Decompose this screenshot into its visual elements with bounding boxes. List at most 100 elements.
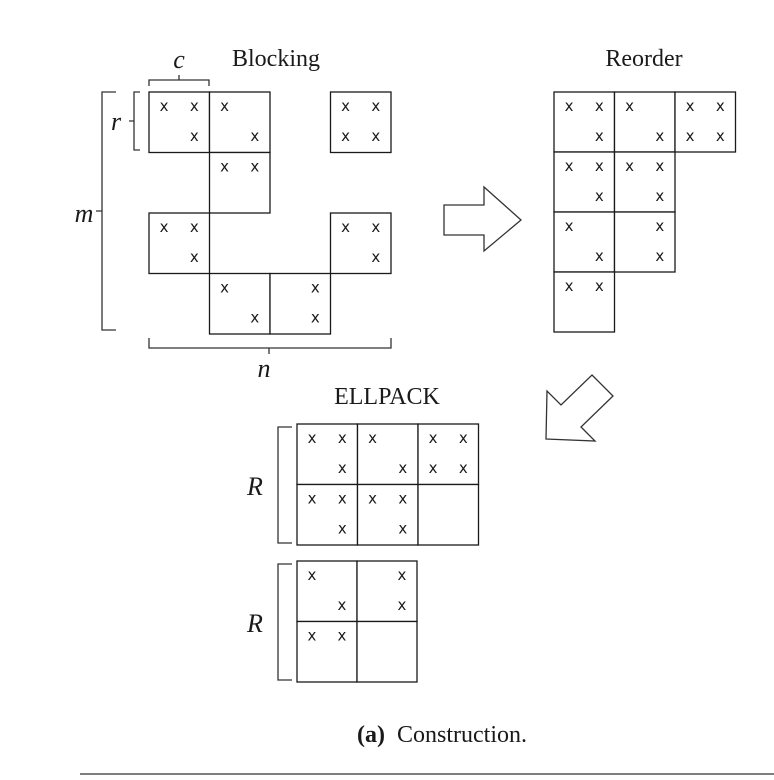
reorder-block-0-nonzero-mark: x [565, 97, 574, 115]
ellpack-bottom-block-2-nonzero-mark: x [308, 626, 317, 644]
reorder-block-3 [553, 151, 616, 213]
blocking-block-4-nonzero-mark: x [190, 218, 199, 236]
blocking-title: Blocking [232, 46, 320, 72]
ellpack-top-block-0-nonzero-mark: x [338, 429, 347, 447]
ellpack-top-block-2-nonzero-mark: x [459, 459, 468, 477]
brace-R-bottom [277, 563, 292, 681]
reorder-block-2 [674, 91, 737, 153]
blocking-block-5-nonzero-mark: x [371, 248, 380, 266]
ellpack-top-block-4 [356, 483, 419, 546]
blocking-block-5 [329, 212, 392, 275]
reorder-block-4-nonzero-mark: x [655, 187, 664, 205]
blocking-block-7 [269, 272, 332, 335]
blocking-block-4 [148, 212, 211, 275]
blocking-block-1-nonzero-mark: x [250, 127, 259, 145]
right-arrow-icon [443, 185, 522, 253]
blocking-block-0 [148, 91, 211, 154]
ellpack-top-block-2 [417, 423, 480, 486]
blocking-block-6-nonzero-mark: x [250, 309, 259, 327]
ellpack-bottom-block-3 [356, 620, 418, 683]
brace-n [148, 338, 392, 354]
reorder-block-1-nonzero-mark: x [655, 127, 664, 145]
ellpack-bottom-block-1-nonzero-mark: x [398, 566, 407, 584]
ellpack-bottom-block-2-nonzero-mark: x [338, 626, 347, 644]
ellpack-top-block-4-nonzero-mark: x [368, 489, 377, 507]
ellpack-bottom-block-2 [296, 620, 358, 683]
reorder-block-1 [613, 91, 676, 153]
reorder-block-3-nonzero-mark: x [595, 187, 604, 205]
blocking-block-1-nonzero-mark: x [220, 97, 229, 115]
blocking-block-0-nonzero-mark: x [190, 127, 199, 145]
reorder-block-2-nonzero-mark: x [686, 97, 695, 115]
label-m: m [75, 199, 94, 228]
reorder-block-5-nonzero-mark: x [595, 247, 604, 265]
reorder-block-5-nonzero-mark: x [565, 217, 574, 235]
blocking-block-2-nonzero-mark: x [371, 97, 380, 115]
reorder-block-5 [553, 211, 616, 273]
caption-text: Construction. [397, 722, 527, 748]
ellpack-top-block-1 [356, 423, 419, 486]
caption: (a) Construction. [357, 722, 527, 748]
reorder-block-4-nonzero-mark: x [655, 157, 664, 175]
reorder-block-7-nonzero-mark: x [565, 277, 574, 295]
blocking-block-5-nonzero-mark: x [341, 218, 350, 236]
ellpack-bottom-block-0-nonzero-mark: x [308, 566, 317, 584]
reorder-block-7-nonzero-mark: x [595, 277, 604, 295]
reorder-block-2-nonzero-mark: x [686, 127, 695, 145]
reorder-title: Reorder [605, 46, 682, 72]
reorder-block-3-nonzero-mark: x [565, 157, 574, 175]
blocking-block-2 [329, 91, 392, 154]
blocking-block-6-nonzero-mark: x [220, 278, 229, 296]
ellpack-top-block-0-nonzero-mark: x [338, 459, 347, 477]
ellpack-top-block-4-nonzero-mark: x [398, 520, 407, 538]
label-r: r [111, 107, 122, 136]
blocking-block-1 [208, 91, 271, 154]
reorder-block-4-nonzero-mark: x [625, 157, 634, 175]
ellpack-bottom-block-0 [296, 560, 358, 623]
blocking-block-2-nonzero-mark: x [371, 127, 380, 145]
ellpack-top-block-0-nonzero-mark: x [308, 429, 317, 447]
reorder-block-2-nonzero-mark: x [716, 97, 725, 115]
reorder-block-0-nonzero-mark: x [595, 97, 604, 115]
reorder-block-0 [553, 91, 616, 153]
blocking-block-4-nonzero-mark: x [190, 248, 199, 266]
ellpack-top-block-1-nonzero-mark: x [398, 459, 407, 477]
ellpack-top-block-2-nonzero-mark: x [459, 429, 468, 447]
reorder-block-6-nonzero-mark: x [655, 247, 664, 265]
brace-R-top [277, 426, 292, 544]
ellpack-bottom-block-1 [356, 560, 418, 623]
label-R-bottom: R [246, 609, 263, 638]
ellpack-top-block-3 [296, 483, 359, 546]
blocking-block-7-nonzero-mark: x [311, 278, 320, 296]
ellpack-bottom-block-0-nonzero-mark: x [338, 596, 347, 614]
ellpack-top-block-5 [417, 483, 480, 546]
label-R-top: R [246, 472, 263, 501]
blocking-block-3-nonzero-mark: x [220, 157, 229, 175]
brace-r [129, 91, 140, 151]
label-n: n [258, 354, 271, 383]
reorder-block-2-nonzero-mark: x [716, 127, 725, 145]
blocking-block-0-nonzero-mark: x [190, 97, 199, 115]
brace-m [96, 91, 116, 331]
blocking-block-7-nonzero-mark: x [311, 309, 320, 327]
ellpack-top-block-2-nonzero-mark: x [429, 429, 438, 447]
reorder-block-7 [553, 271, 616, 333]
label-c: c [173, 45, 185, 74]
ellpack-top-block-1-nonzero-mark: x [368, 429, 377, 447]
blocking-block-4-nonzero-mark: x [160, 218, 169, 236]
reorder-block-4 [613, 151, 676, 213]
reorder-block-1-nonzero-mark: x [625, 97, 634, 115]
blocking-block-0-nonzero-mark: x [160, 97, 169, 115]
blocking-block-3 [208, 151, 271, 214]
ellpack-title: ELLPACK [334, 384, 440, 410]
blocking-block-2-nonzero-mark: x [341, 97, 350, 115]
ellpack-top-block-4-nonzero-mark: x [398, 489, 407, 507]
reorder-block-6 [613, 211, 676, 273]
ellpack-top-block-2-nonzero-mark: x [429, 459, 438, 477]
ellpack-bottom-block-1-nonzero-mark: x [398, 596, 407, 614]
ellpack-top-block-3-nonzero-mark: x [338, 520, 347, 538]
